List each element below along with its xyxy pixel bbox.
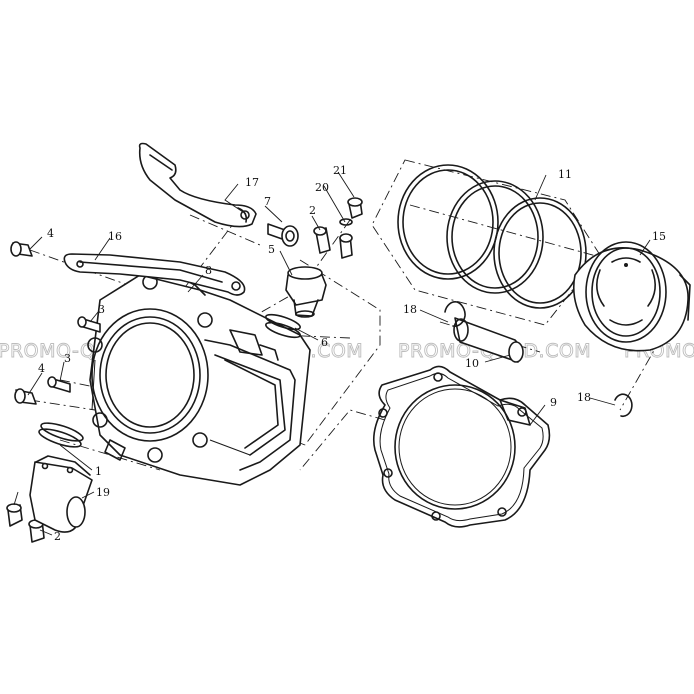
callout-16: 16	[108, 230, 122, 243]
callout-2-lower: 2	[54, 530, 61, 543]
callout-numbers: 1 2 2 3 3 4 4 5 6 7 8 9 10 11 15 16 17 1…	[38, 164, 666, 543]
callout-18-upper: 18	[403, 303, 417, 316]
callout-9: 9	[550, 396, 557, 409]
callout-15: 15	[652, 230, 666, 243]
tensioner-gasket	[265, 313, 301, 339]
callout-7: 7	[264, 195, 271, 208]
bolts	[6, 226, 353, 543]
callout-10: 10	[465, 357, 479, 370]
callout-4-lower: 4	[38, 362, 45, 375]
cylinder-gasket	[372, 365, 551, 528]
dowel-pins	[10, 241, 37, 405]
callout-4-upper: 4	[47, 227, 54, 240]
callout-5: 5	[268, 243, 275, 256]
piston-rings-group	[371, 159, 601, 326]
callout-21: 21	[333, 164, 347, 177]
callout-18-lower: 18	[577, 391, 591, 404]
piston	[572, 241, 691, 352]
callout-2-upper: 2	[309, 204, 316, 217]
chain-guide-upper	[138, 142, 257, 228]
callout-8: 8	[205, 264, 212, 277]
outlet-housing	[29, 422, 93, 533]
studs	[47, 316, 101, 393]
piston-pin	[453, 317, 524, 363]
callout-6: 6	[321, 336, 328, 349]
callout-19: 19	[96, 486, 110, 499]
callout-20: 20	[315, 181, 329, 194]
callout-11: 11	[558, 168, 572, 181]
tensioner-plug	[339, 197, 363, 226]
callout-3-lower: 3	[64, 352, 71, 365]
callout-3-upper: 3	[98, 303, 105, 316]
chain-tensioner	[285, 266, 327, 318]
leader-lines	[13, 171, 651, 536]
bolt-tensioner	[267, 223, 299, 247]
callout-17: 17	[245, 176, 259, 189]
circlips	[444, 301, 633, 418]
cylinder-block	[87, 267, 311, 486]
chain-guide-tensioner	[63, 253, 246, 296]
callout-1: 1	[95, 465, 102, 478]
